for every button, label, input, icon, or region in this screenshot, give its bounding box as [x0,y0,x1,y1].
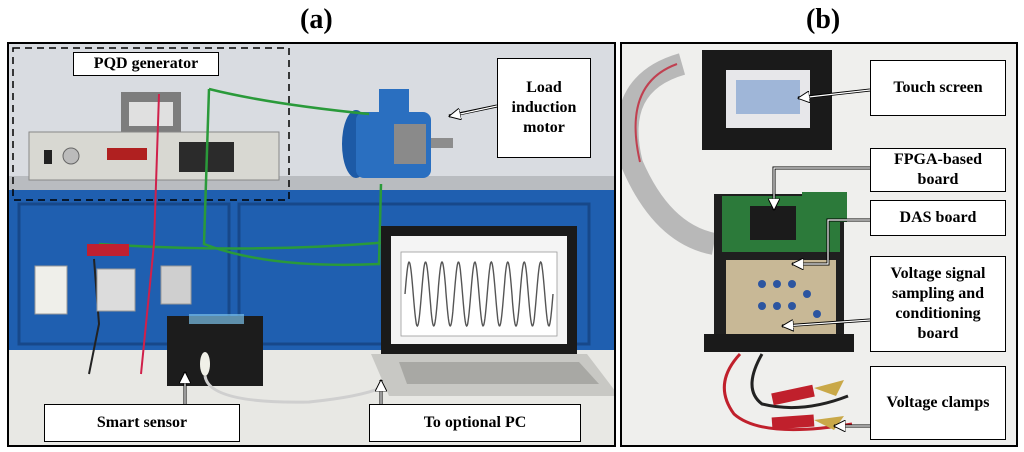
sensor-lid-window [189,314,244,324]
label-to-optional-pc: To optional PC [369,404,581,442]
breaker [96,268,136,312]
fpga-chip [750,206,796,240]
panel-b-photo: Touch screen FPGA-based board DAS board … [620,42,1018,447]
black-wire [88,258,101,375]
sine-waveform [404,260,554,328]
terminal-block [87,244,129,256]
panel-a-photo: PQD generator Load induction motor Smart… [7,42,616,447]
cabinet-panel-left [17,202,231,346]
red-wire [140,93,160,375]
label-pqd-generator: PQD generator [73,52,219,76]
wall-outlet [34,265,68,315]
panel-b-arrows [622,88,871,445]
label-das-board: DAS board [870,200,1006,236]
generator-display [107,148,147,160]
label-load-induction-motor: Load induction motor [497,58,591,158]
motor-shaft [431,138,453,148]
red-clamp [771,384,815,406]
panel-b-letter: (b) [806,4,841,35]
motor-top-box [379,89,409,114]
generator-dashed-box [12,47,290,201]
clamp-jaw [814,380,844,396]
arrow-fpga [774,166,870,210]
green-wire-sensor [98,240,390,250]
generator-knob [62,147,80,165]
touch-screen-display [736,80,800,114]
panel-a-arrows [9,104,498,404]
black-lead [750,353,849,410]
enclosure-base [704,334,854,352]
laptop-keyboard [399,362,599,384]
arrow-motor [451,105,498,116]
usb-cable [203,375,390,404]
arrow-das [792,218,870,264]
label-voltage-clamps: Voltage clamps [870,366,1006,440]
ribbon-cable [622,53,717,255]
red-clamp-2 [771,414,815,430]
arrow-touch-screen [798,88,871,98]
green-wire-top [208,87,370,116]
power-adapter [160,265,192,305]
sensor-connector [200,352,210,376]
arrow-voltage-board [782,318,871,326]
label-voltage-signal-board: Voltage signal sampling and conditioning… [870,256,1006,352]
generator-switch [44,150,52,164]
panel-a-letter: (a) [300,4,333,35]
fpga-board-extension [802,192,847,222]
transformer-coil [129,102,173,126]
hardware-illustration [622,50,854,432]
ribbon-red-stripe [634,63,678,163]
motor-terminal-box [394,124,426,164]
red-lead [722,352,853,432]
board-components [758,280,821,318]
label-touch-screen: Touch screen [870,60,1006,116]
label-fpga-board: FPGA-based board [870,148,1006,192]
label-smart-sensor: Smart sensor [44,404,240,442]
